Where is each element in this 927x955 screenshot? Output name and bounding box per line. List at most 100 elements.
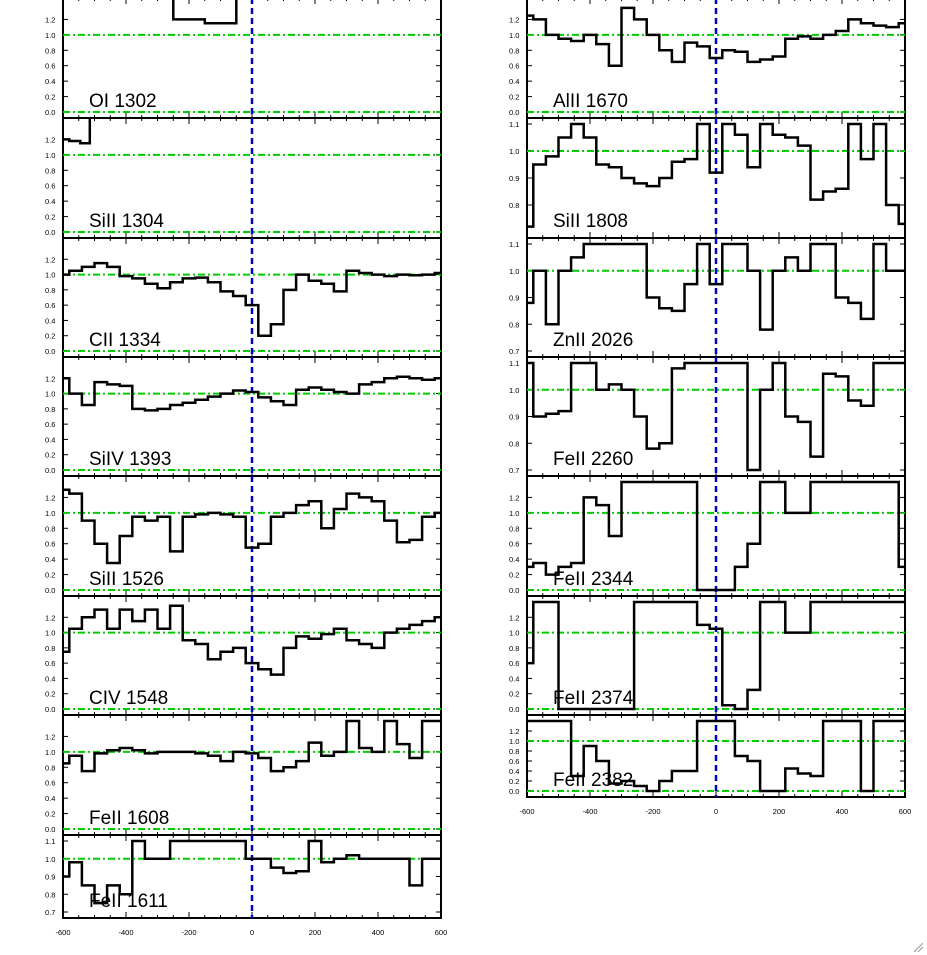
y-tick-label: 0.2 <box>45 213 55 222</box>
y-tick-label: 1.0 <box>509 386 519 395</box>
x-tick-label: 0 <box>714 807 718 816</box>
y-tick-label: 1.2 <box>45 15 55 24</box>
y-tick-label: 1.2 <box>509 15 519 24</box>
y-tick-label: 0.4 <box>45 794 55 803</box>
y-tick-label: 1.0 <box>509 31 519 40</box>
y-tick-label: 0.2 <box>45 93 55 102</box>
panel-label: SiII 1304 <box>89 211 164 232</box>
y-tick-label: 0.4 <box>45 555 55 564</box>
panel-label: OI 1302 <box>89 91 157 112</box>
y-tick-label: 1.0 <box>509 737 519 746</box>
y-tick-label: 1.0 <box>45 855 55 864</box>
panel-label: CII 1334 <box>89 330 161 351</box>
panel-label: FeII 1608 <box>89 808 169 829</box>
y-tick-label: 1.2 <box>45 732 55 741</box>
y-tick-label: 0.6 <box>509 540 519 549</box>
x-tick-label: 600 <box>899 807 912 816</box>
y-tick-label: 1.1 <box>45 837 55 846</box>
y-tick-label: 0.4 <box>509 77 519 86</box>
y-tick-label: 0.4 <box>45 197 55 206</box>
y-tick-label: 0.8 <box>509 747 519 756</box>
y-tick-label: 0.6 <box>45 779 55 788</box>
resize-handle-icon[interactable] <box>914 943 923 952</box>
y-tick-label: 0.4 <box>45 435 55 444</box>
spectrum-series <box>63 118 92 145</box>
y-tick-label: 0.7 <box>45 908 55 917</box>
panel-label: SiII 1526 <box>89 569 164 590</box>
y-tick-label: 0.0 <box>45 586 55 595</box>
panel-label: FeII 2260 <box>553 449 633 470</box>
y-tick-label: 0.6 <box>45 659 55 668</box>
y-tick-label: 0.8 <box>45 644 55 653</box>
spectrum-series <box>63 261 441 337</box>
y-tick-label: 0.8 <box>509 46 519 55</box>
y-tick-label: 1.2 <box>45 613 55 622</box>
x-tick-label: 400 <box>372 928 385 937</box>
spectrum-series <box>527 6 905 67</box>
spectrum-series <box>63 488 441 565</box>
y-tick-label: 0.0 <box>45 108 55 117</box>
y-tick-label: 1.0 <box>45 629 55 638</box>
y-tick-label: 0.4 <box>509 674 519 683</box>
y-tick-label: 0.2 <box>509 571 519 580</box>
y-tick-label: 0.0 <box>45 228 55 237</box>
panel-label: CIV 1548 <box>89 688 168 709</box>
spectrum-series <box>527 600 905 711</box>
y-tick-label: 0.4 <box>45 674 55 683</box>
y-tick-label: 1.0 <box>45 509 55 518</box>
y-tick-label: 1.2 <box>509 493 519 502</box>
y-tick-label: 0.0 <box>45 705 55 714</box>
y-tick-label: 1.2 <box>509 727 519 736</box>
y-tick-label: 0.8 <box>509 439 519 448</box>
x-tick-label: -600 <box>519 807 534 816</box>
y-tick-label: 0.8 <box>509 201 519 210</box>
spectrum-series <box>527 719 905 793</box>
x-tick-label: -600 <box>55 928 70 937</box>
y-tick-label: 0.8 <box>45 890 55 899</box>
panel-label: FeII 2344 <box>553 569 634 590</box>
y-tick-label: 0.6 <box>45 62 55 71</box>
y-tick-label: 0.2 <box>509 690 519 699</box>
y-tick-label: 1.0 <box>509 147 519 156</box>
y-tick-label: 0.8 <box>45 286 55 295</box>
y-tick-label: 0.7 <box>509 466 519 475</box>
y-tick-label: 0.4 <box>509 767 519 776</box>
x-tick-label: -400 <box>118 928 133 937</box>
y-tick-label: 0.4 <box>45 77 55 86</box>
y-tick-label: 1.2 <box>45 255 55 264</box>
y-tick-label: 1.0 <box>509 267 519 276</box>
y-tick-label: 0.8 <box>45 405 55 414</box>
spectrum-series <box>63 839 441 905</box>
panel-label: AlII 1670 <box>553 91 628 112</box>
y-tick-label: 0.0 <box>45 466 55 475</box>
y-tick-label: 0.8 <box>509 320 519 329</box>
y-tick-label: 0.9 <box>509 174 519 183</box>
y-tick-label: 1.2 <box>45 374 55 383</box>
panel-label: SiIV 1393 <box>89 449 171 470</box>
y-tick-label: 0.6 <box>45 540 55 549</box>
y-tick-label: 0.8 <box>509 644 519 653</box>
y-tick-label: 0.4 <box>509 555 519 564</box>
y-tick-label: 0.6 <box>45 301 55 310</box>
y-tick-label: 0.4 <box>45 316 55 325</box>
y-tick-label: 0.6 <box>509 757 519 766</box>
x-tick-label: -200 <box>181 928 196 937</box>
y-tick-label: 0.0 <box>509 586 519 595</box>
y-tick-label: 1.1 <box>509 120 519 129</box>
x-tick-label: 200 <box>309 928 322 937</box>
x-tick-label: 0 <box>250 928 254 937</box>
y-tick-label: 0.6 <box>45 182 55 191</box>
spectrum-series <box>172 0 238 25</box>
y-tick-label: 0.2 <box>45 571 55 580</box>
spectrum-series <box>527 480 905 592</box>
y-tick-label: 0.6 <box>509 659 519 668</box>
